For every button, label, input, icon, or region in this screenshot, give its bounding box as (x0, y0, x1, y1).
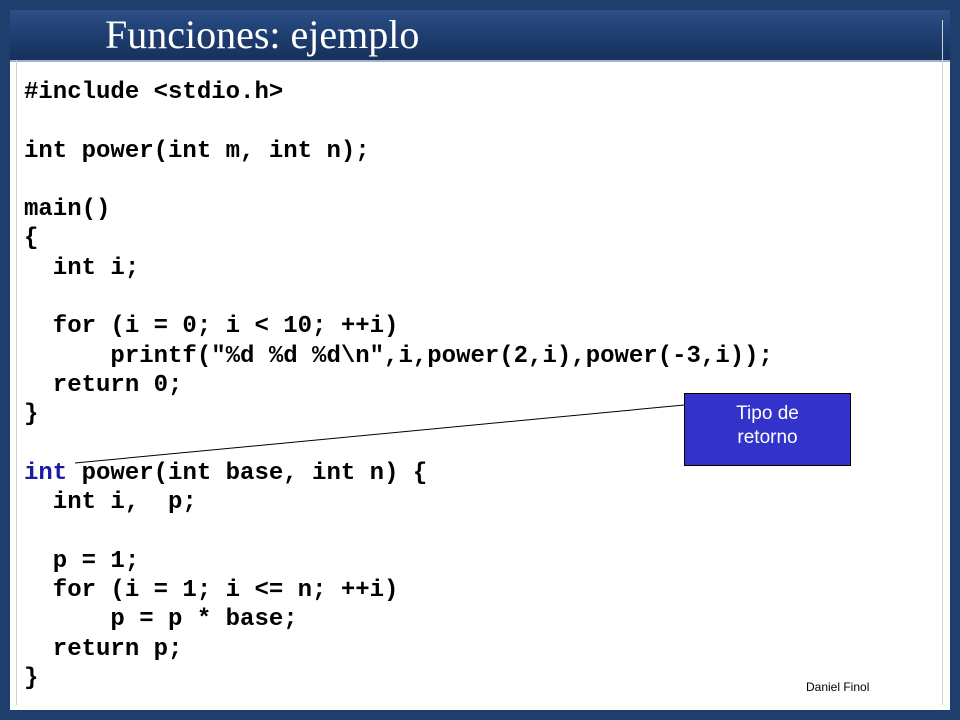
code-line: } (24, 401, 39, 429)
code-line: p = p * base; (24, 606, 298, 634)
author-footer: Daniel Finol (806, 680, 870, 694)
code-line: int i, p; (24, 489, 197, 517)
code-line: int i; (24, 254, 140, 282)
code-line: main() (24, 196, 111, 224)
code-listing: #include <stdio.h> int power(int m, int … (24, 78, 773, 693)
code-line: } (24, 664, 39, 692)
code-line: return 0; (24, 371, 183, 399)
code-line: printf("%d %d %d\n",i,power(2,i),power(-… (24, 342, 773, 370)
code-line: p = 1; (24, 547, 140, 575)
code-line: for (i = 0; i < 10; ++i) (24, 313, 399, 341)
code-line: int power(int m, int n); (24, 137, 370, 165)
code-line: power(int base, int n) { (67, 459, 428, 487)
callout-box: Tipo de retorno (684, 393, 851, 466)
code-line: for (i = 1; i <= n; ++i) (24, 577, 399, 605)
title-divider (10, 60, 950, 62)
left-inner-border (16, 60, 17, 705)
title-bar (10, 10, 950, 60)
callout-text-line: retorno (737, 427, 798, 448)
right-inner-border (942, 20, 943, 705)
code-line: { (24, 225, 39, 253)
code-line: #include <stdio.h> (24, 79, 284, 106)
callout-text-line: Tipo de (736, 403, 799, 424)
return-type-keyword: int (24, 459, 68, 487)
slide-title: Funciones: ejemplo (105, 12, 420, 57)
code-line: return p; (24, 635, 183, 663)
